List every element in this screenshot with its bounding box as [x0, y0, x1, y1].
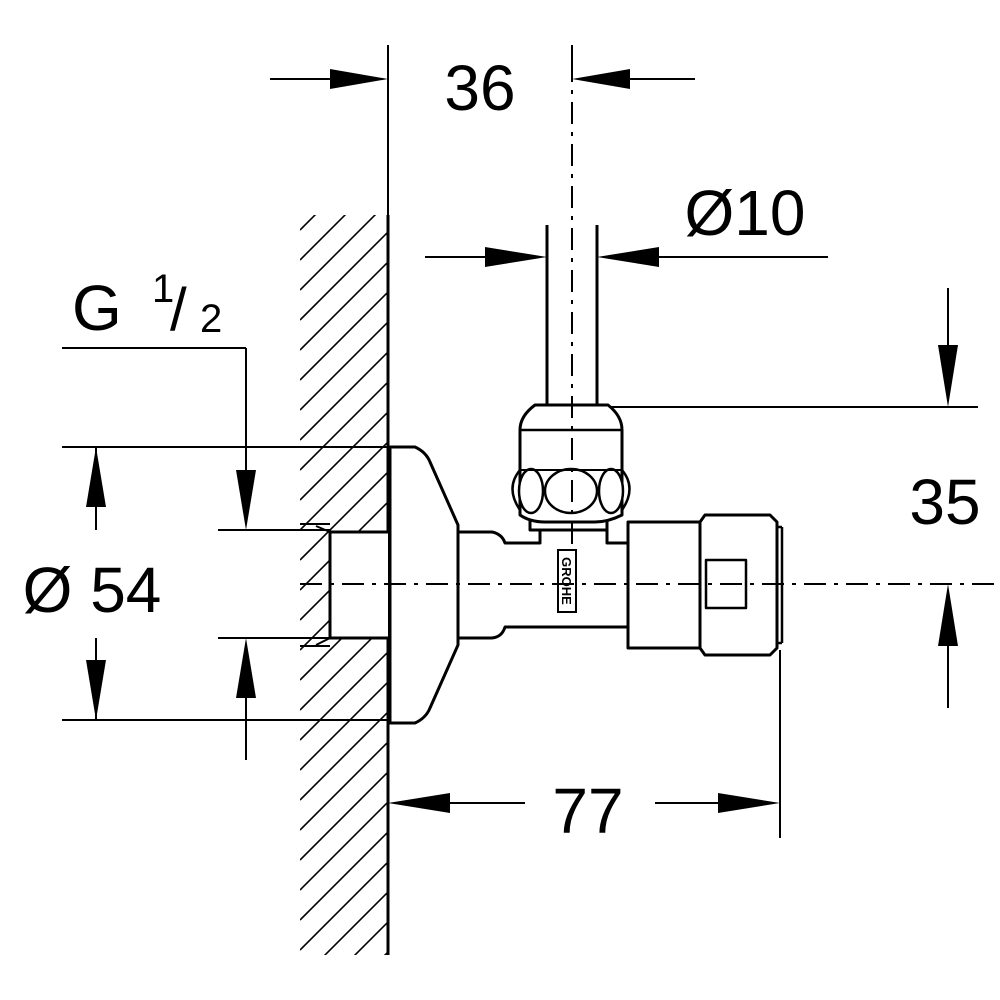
hatch-line: [300, 860, 388, 951]
hatch-line: [300, 800, 388, 891]
hatch-line: [300, 830, 388, 921]
hatch-line: [300, 260, 388, 351]
hatch-line: [300, 650, 388, 741]
hatch-line: [300, 290, 388, 381]
brand-plate: [557, 549, 577, 613]
hatch-line: [300, 215, 347, 261]
thread-slash: /: [170, 276, 187, 343]
thread-base: G: [72, 272, 122, 344]
dim-height-label: 35: [909, 466, 980, 538]
hatch-line: [300, 440, 388, 531]
hatch-line: [300, 770, 388, 861]
hatch-line: [300, 380, 388, 471]
hatch-line: [300, 350, 388, 441]
dimension-lines: [62, 45, 978, 838]
dim-pipe-diameter-label: Ø10: [685, 177, 806, 249]
hatch-line: [300, 710, 388, 801]
hatch-line: [300, 215, 317, 231]
dim-offset-label: 36: [444, 52, 515, 124]
hatch-line: [323, 890, 388, 955]
hatch-line: [300, 410, 388, 501]
dim-depth-label: 77: [552, 775, 623, 847]
angle-valve: [300, 225, 784, 725]
hatch-line: [300, 230, 388, 321]
hatch-line: [300, 320, 388, 411]
brand-label: GROHE: [559, 557, 574, 605]
hatch-line: [300, 100, 400, 200]
hatch-line: [300, 470, 388, 561]
rosette: [388, 445, 460, 725]
dim-rosette-diameter-label: Ø 54: [23, 554, 162, 626]
thread-numerator: 1: [152, 267, 174, 311]
dimension-arrowheads: [86, 69, 958, 813]
hatch-line: [300, 215, 377, 291]
hatch-line: [353, 920, 388, 955]
dim-thread-label: G 1 / 2: [72, 267, 222, 344]
thread-denominator: 2: [200, 297, 222, 341]
center-lines: [300, 60, 1000, 585]
hatch-line: [300, 740, 388, 831]
valve-body: [456, 520, 630, 640]
hatch-line: [383, 950, 388, 955]
